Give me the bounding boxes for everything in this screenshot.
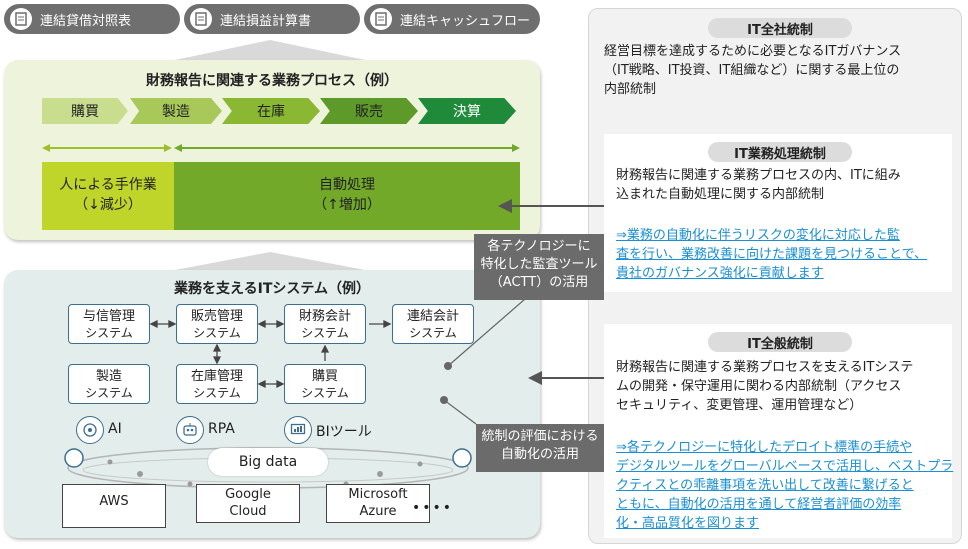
- system-sales: 販売管理システム: [176, 304, 258, 344]
- actt-callout: 各テクノロジーに 特化した監査ツール （ACTT）の活用: [474, 234, 604, 300]
- company-level-text: 経営目標を達成するために必要となるITガバナンス （IT戦略、IT投資、IT組織…: [604, 44, 902, 97]
- application-controls-link[interactable]: ⇒業務の自動化に伴うリスクの変化に対応した監 査を行い、業務改善に向けた課題を見…: [616, 228, 928, 281]
- auto-processing-trend: （↑増加）: [313, 197, 381, 213]
- general-controls-title: IT全般統制: [708, 332, 852, 352]
- auto-processing-label: 自動処理: [319, 177, 375, 193]
- manual-work-trend: （↓減少）: [74, 197, 142, 213]
- tech-label-ai: AI: [108, 421, 122, 437]
- pl-button-label: 連結損益計算書: [220, 13, 312, 29]
- document-icon: [190, 8, 212, 30]
- chart-monitor-icon: [284, 416, 312, 444]
- manual-work-label: 人による手作業: [59, 177, 157, 193]
- tech-label-bi: BIツール: [316, 424, 372, 440]
- it-systems-title: 業務を支えるITシステム（例）: [174, 281, 370, 297]
- bs-button[interactable]: 連結貸借対照表: [4, 4, 180, 34]
- document-icon: [10, 8, 32, 30]
- system-manufacturing: 製造システム: [68, 364, 150, 404]
- application-controls-text: 財務報告に関連する業務プロセスの内、ITに組み 込まれた自動処理に関する内部統制: [616, 168, 901, 202]
- general-controls-box: [604, 324, 952, 538]
- application-controls-title: IT業務処理統制: [708, 142, 852, 162]
- process-step-purchase: 購買: [42, 98, 128, 124]
- process-step-inventory: 在庫: [222, 98, 320, 124]
- cloud-aws: AWS: [62, 484, 166, 528]
- system-inventory: 在庫管理システム: [176, 364, 258, 404]
- company-level-title: IT全社統制: [708, 18, 852, 38]
- robot-icon: [176, 416, 204, 444]
- auto-processing-box: 自動処理 （↑増加）: [174, 162, 520, 230]
- process-title: 財務報告に関連する業務プロセス（例）: [146, 73, 398, 89]
- system-purchasing: 購買システム: [284, 364, 366, 404]
- process-step-sales: 販売: [320, 98, 418, 124]
- process-step-closing: 決算: [418, 98, 516, 124]
- pl-button[interactable]: 連結損益計算書: [184, 4, 360, 34]
- bs-button-label: 連結貸借対照表: [40, 13, 132, 29]
- more-ellipsis: ••••: [412, 500, 454, 516]
- process-step-manufacture: 製造: [130, 98, 222, 124]
- general-controls-link[interactable]: ⇒各テクノロジーに特化したデロイト標準の手続や デジタルツールをグローバルベース…: [616, 440, 954, 531]
- system-credit: 与信管理システム: [68, 304, 150, 344]
- ai-brain-icon: [76, 416, 104, 444]
- general-controls-text: 財務報告に関連する業務プロセスを支えるITシステ ムの開発・保守運用に関わる内部…: [616, 360, 914, 413]
- system-consolidation: 連結会計システム: [392, 304, 474, 344]
- big-data-cloud: Big data: [208, 448, 328, 476]
- cf-button-label: 連結キャッシュフロー: [400, 13, 531, 29]
- tech-label-rpa: RPA: [208, 421, 235, 437]
- automation-callout: 統制の評価における 自動化の活用: [476, 424, 604, 472]
- system-finance: 財務会計システム: [284, 304, 366, 344]
- manual-work-box: 人による手作業 （↓減少）: [42, 162, 174, 230]
- cf-button[interactable]: 連結キャッシュフロー: [364, 4, 540, 34]
- document-icon: [370, 8, 392, 30]
